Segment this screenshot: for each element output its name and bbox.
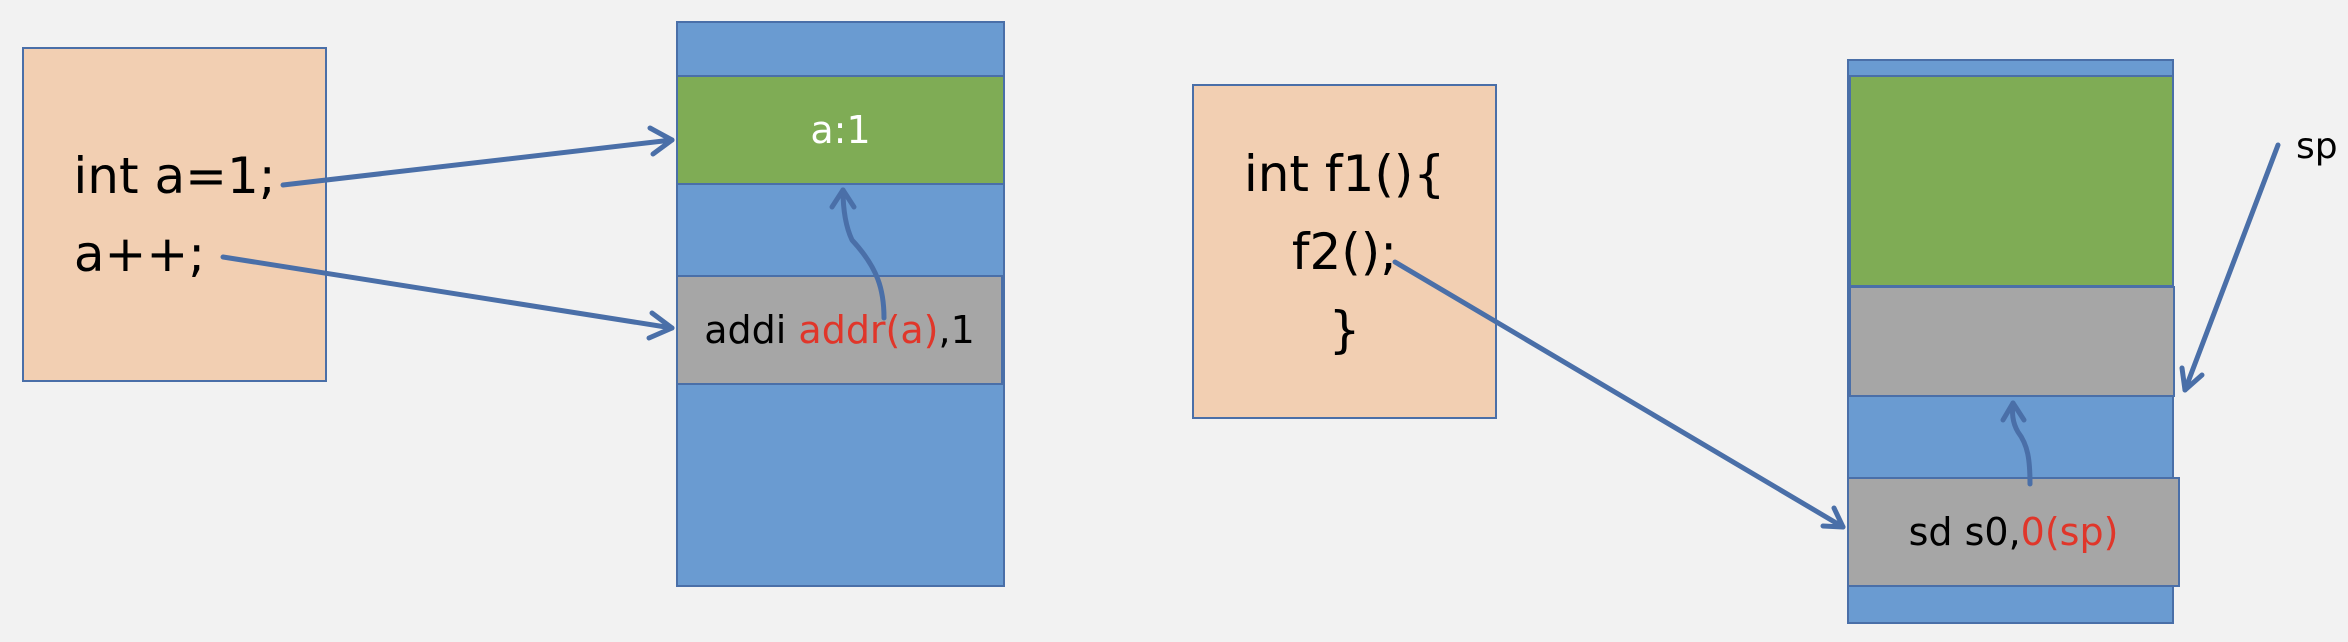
left-code-box: int a=1; a++; <box>22 47 327 382</box>
arrow-instr-to-data <box>840 187 887 321</box>
instruction-cell-addi: addi addr(a),1 <box>676 275 1003 385</box>
code-line-int-a: int a=1; <box>73 146 276 205</box>
code-line-f2-call: f2(); <box>1291 222 1398 281</box>
data-cell-a: a:1 <box>676 75 1005 185</box>
arrow-call-to-sd <box>1392 259 1846 530</box>
arrow-incr-to-instr <box>220 254 675 331</box>
stack-frame-gray <box>1849 286 2175 397</box>
code-line-a-increment: a++; <box>73 224 206 283</box>
right-code-box: int f1(){ f2(); } <box>1192 84 1497 419</box>
arrow-call-head <box>1820 505 1846 530</box>
instr-prefix: addi <box>704 308 799 352</box>
arrow-sd-to-frame <box>2010 400 2033 487</box>
arrow-incr-head <box>646 310 675 341</box>
arrow-decl-head <box>647 125 675 157</box>
code-line-f1-def: int f1(){ <box>1243 144 1446 203</box>
sp-pointer-label: sp <box>2296 126 2338 167</box>
stack-frame-green <box>1849 75 2174 287</box>
arrow-instr-data-head <box>829 187 857 210</box>
arrow-sp-pointer <box>2182 142 2281 393</box>
instr-suffix: ,1 <box>938 308 975 352</box>
code-line-close-brace: } <box>1328 300 1361 359</box>
sd-prefix: sd s0, <box>1908 510 2021 554</box>
arrow-sd-frame-head <box>2000 400 2027 423</box>
instr-address-highlight: addr(a) <box>798 308 939 352</box>
arrow-decl-to-data <box>280 137 675 188</box>
instruction-cell-sd: sd s0,0(sp) <box>1847 477 2180 587</box>
data-cell-label: a:1 <box>810 108 871 152</box>
arrow-sp-head <box>2179 365 2205 393</box>
sd-offset-highlight: 0(sp) <box>2020 510 2119 554</box>
